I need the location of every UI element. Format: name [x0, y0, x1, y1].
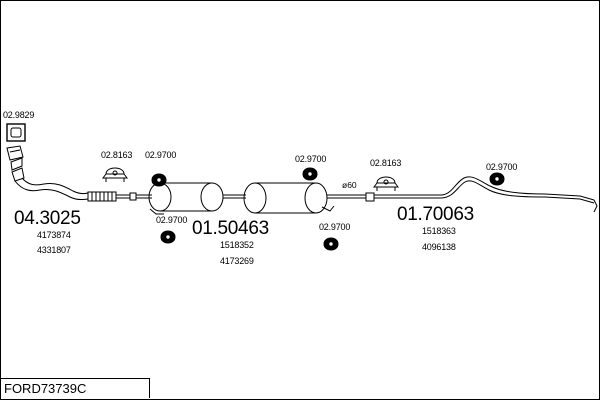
rear-ref: 4096138: [422, 242, 456, 252]
gasket-label: 02.9829: [3, 110, 35, 120]
rear-pipe: [365, 176, 598, 213]
hanger-icon: [160, 230, 176, 244]
middle-silencer: [143, 182, 246, 215]
hanger-icon: [489, 172, 505, 186]
front-flange: [6, 145, 25, 182]
hanger-icon: [323, 237, 339, 251]
hanger-label: 02.9700: [319, 222, 351, 232]
middle-part-number: 01.50463: [192, 218, 269, 239]
clamp-label: 02.8163: [370, 158, 402, 168]
pipe-diameter-label: ø60: [342, 180, 357, 190]
rear-ref: 1518363: [422, 226, 456, 236]
rear-middle-silencer: [243, 182, 366, 214]
middle-ref: 4173269: [220, 256, 254, 266]
clamp-icon: [373, 176, 399, 191]
front-ref: 4173874: [37, 230, 71, 240]
hanger-icon: [151, 173, 167, 187]
diagram-code: FORD73739C: [4, 381, 87, 396]
rear-part-number: 01.70063: [397, 204, 474, 225]
hanger-label: 02.9700: [295, 154, 327, 164]
hanger-label: 02.9700: [486, 162, 518, 172]
middle-ref: 1518352: [220, 240, 254, 250]
front-pipe: [14, 177, 143, 202]
hanger-label: 02.9700: [145, 150, 177, 160]
hanger-icon: [302, 167, 318, 181]
clamp-label: 02.8163: [101, 150, 133, 160]
diagram-code-box: FORD73739C: [0, 378, 150, 398]
gasket-icon: [6, 123, 26, 142]
clamp-icon: [102, 167, 128, 182]
front-ref: 4331807: [37, 245, 71, 255]
hanger-label: 02.9700: [156, 215, 188, 225]
front-part-number: 04.3025: [14, 208, 81, 229]
